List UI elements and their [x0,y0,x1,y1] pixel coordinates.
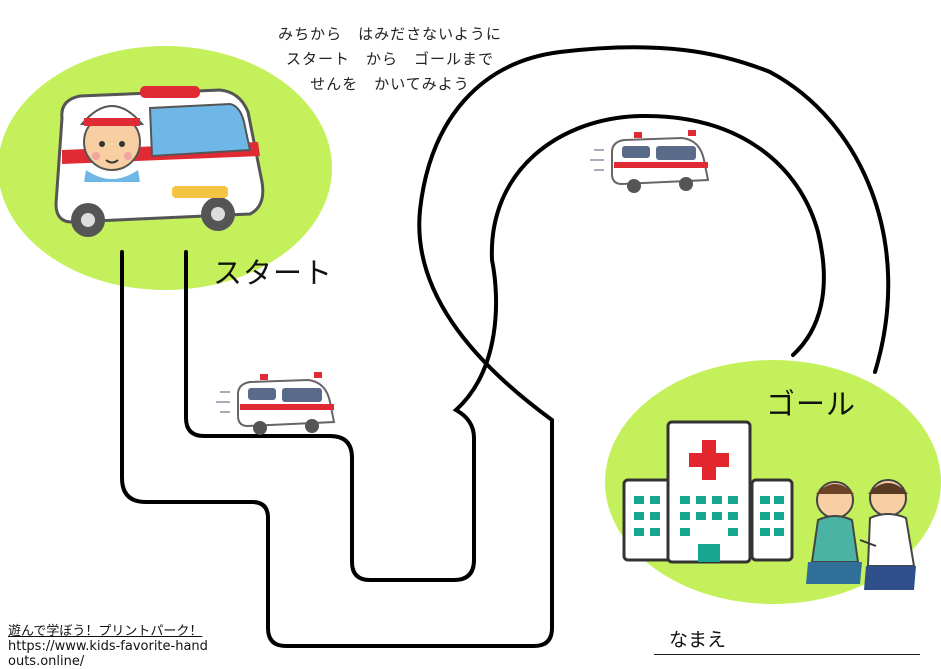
speeding-ambulance-icon-right [590,130,710,193]
start-label: スタート [213,256,334,290]
instruction-line-2: スタート から ゴールまで [285,50,494,68]
site-url[interactable]: https://www.kids-favorite-handouts.onlin… [8,639,208,669]
site-name-link[interactable]: 遊んで学ぼう！プリントパーク！ [8,624,203,639]
name-write-line [654,654,920,655]
instruction-line-3: せんを かいてみよう [310,75,470,93]
instructions-text: みちから はみださないように スタート から ゴールまで せんを かいてみよう [200,22,580,97]
name-field-label: なまえ [669,629,727,651]
hospital-icon [622,420,794,564]
ambulance-with-driver-icon [54,86,265,237]
maze-wall-inner [184,113,826,582]
speeding-ambulance-icon-left [216,372,336,435]
maze-wall-outer [120,45,891,648]
doctor-and-patient-icon [806,479,916,590]
instruction-line-1: みちから はみださないように [278,25,502,43]
goal-label: ゴール [766,387,857,421]
site-credit: 遊んで学ぼう！プリントパーク！ https://www.kids-favorit… [8,624,208,669]
